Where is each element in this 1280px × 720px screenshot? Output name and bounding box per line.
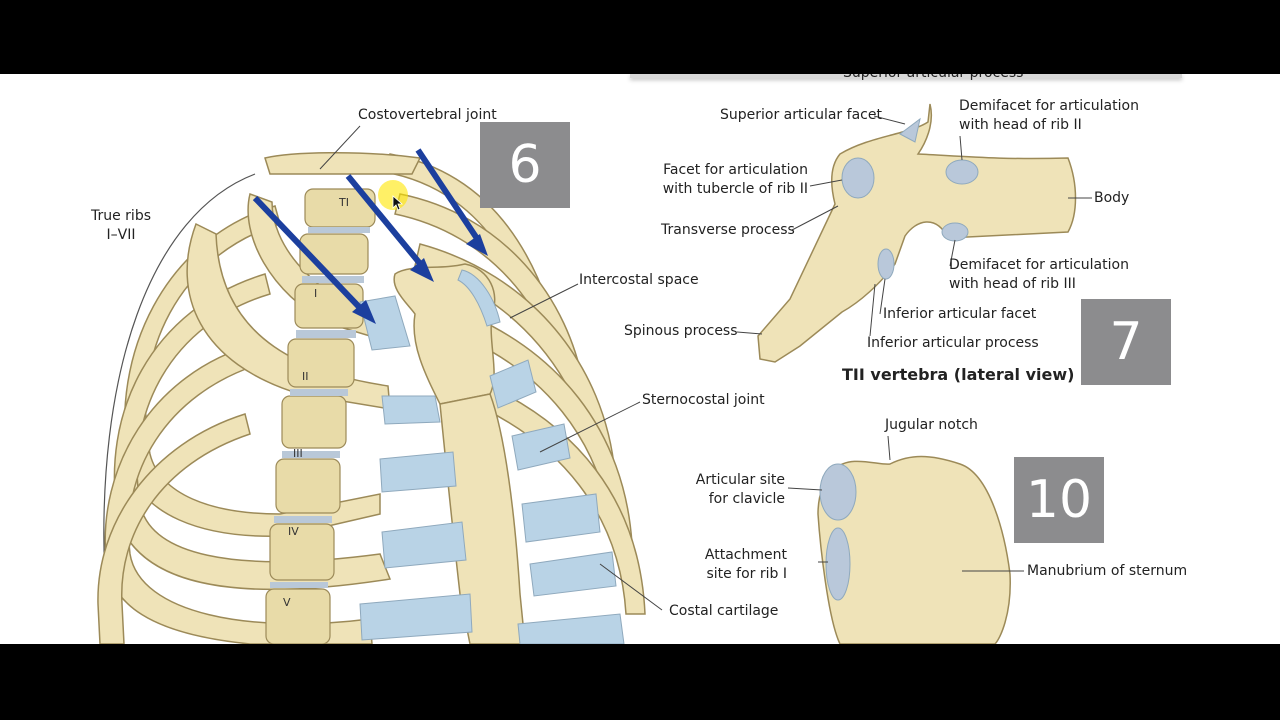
manubrium-illustration bbox=[787, 435, 1024, 644]
label-true-ribs-line2: I–VII bbox=[106, 227, 136, 243]
badge-7: 7 bbox=[1081, 299, 1171, 385]
rib-numeral-5: V bbox=[283, 596, 291, 609]
label-demifacet-rib-3-line2: with head of rib III bbox=[949, 276, 1076, 292]
header-shadow-bar bbox=[630, 74, 1182, 78]
mouse-pointer-icon bbox=[392, 195, 404, 211]
label-sternocostal-joint: Sternocostal joint bbox=[642, 392, 765, 408]
vertebra-label-ti: TI bbox=[339, 196, 349, 209]
label-attachment-site-line1: Attachment bbox=[704, 547, 787, 563]
costal-cartilages bbox=[359, 269, 625, 644]
label-tubercle-facet: Facet for articulation with tubercle of … bbox=[608, 161, 808, 199]
label-intercostal-space: Intercostal space bbox=[579, 272, 699, 288]
label-costovertebral-joint: Costovertebral joint bbox=[358, 107, 497, 123]
vertebra-illustration bbox=[736, 103, 1092, 363]
label-demifacet-rib-2-line2: with head of rib II bbox=[959, 117, 1082, 133]
label-true-ribs-line1: True ribs bbox=[90, 208, 151, 224]
label-attachment-site: Attachment site for rib I bbox=[680, 546, 787, 584]
vertebra-title: TII vertebra (lateral view) bbox=[842, 365, 1075, 384]
label-body: Body bbox=[1094, 190, 1130, 206]
label-costal-cartilage: Costal cartilage bbox=[669, 603, 779, 619]
label-demifacet-rib-2: Demifacet for articulation with head of … bbox=[959, 97, 1139, 135]
label-tubercle-facet-line2: with tubercle of rib II bbox=[662, 181, 808, 197]
label-superior-articular-facet: Superior articular facet bbox=[720, 107, 882, 123]
label-superior-articular-process: Superior articular process bbox=[843, 74, 1023, 83]
label-attachment-site-line2: site for rib I bbox=[706, 566, 787, 582]
label-inferior-articular-facet: Inferior articular facet bbox=[883, 306, 1037, 322]
watermark-brand: Icecream bbox=[1082, 572, 1252, 613]
label-spinous-process: Spinous process bbox=[624, 323, 738, 339]
rib-numeral-3: III bbox=[293, 447, 303, 460]
label-demifacet-rib-2-line1: Demifacet for articulation bbox=[959, 98, 1139, 114]
pointer-arrows bbox=[252, 148, 488, 324]
label-manubrium-of-sternum: Manubrium of sternum bbox=[1027, 563, 1188, 579]
watermark-sub: APPS bbox=[1213, 610, 1258, 629]
rib-numeral-2: II bbox=[302, 370, 309, 383]
label-transverse-process: Transverse process bbox=[661, 222, 795, 238]
sternum bbox=[393, 263, 526, 644]
label-tubercle-facet-line1: Facet for articulation bbox=[663, 162, 808, 178]
badge-6: 6 bbox=[480, 122, 570, 208]
rib-cage-illustration bbox=[97, 125, 663, 644]
label-articular-site: Articular site for clavicle bbox=[680, 471, 785, 509]
rib-numeral-4: IV bbox=[288, 525, 299, 538]
label-articular-site-line1: Articular site bbox=[695, 472, 785, 488]
label-demifacet-rib-3: Demifacet for articulation with head of … bbox=[949, 256, 1129, 294]
diagram-canvas: Costovertebral joint True ribs I–VII Int… bbox=[0, 74, 1280, 644]
anatomy-illustration bbox=[97, 103, 1092, 644]
label-jugular-notch: Jugular notch bbox=[885, 417, 978, 433]
badge-10: 10 bbox=[1014, 457, 1104, 543]
label-articular-site-line2: for clavicle bbox=[708, 491, 785, 507]
vertebral-column bbox=[265, 188, 376, 644]
rib-numeral-1: I bbox=[314, 287, 318, 300]
label-demifacet-rib-3-line1: Demifacet for articulation bbox=[949, 257, 1129, 273]
label-inferior-articular-process: Inferior articular process bbox=[867, 335, 1039, 351]
label-true-ribs: True ribs I–VII bbox=[86, 207, 156, 245]
